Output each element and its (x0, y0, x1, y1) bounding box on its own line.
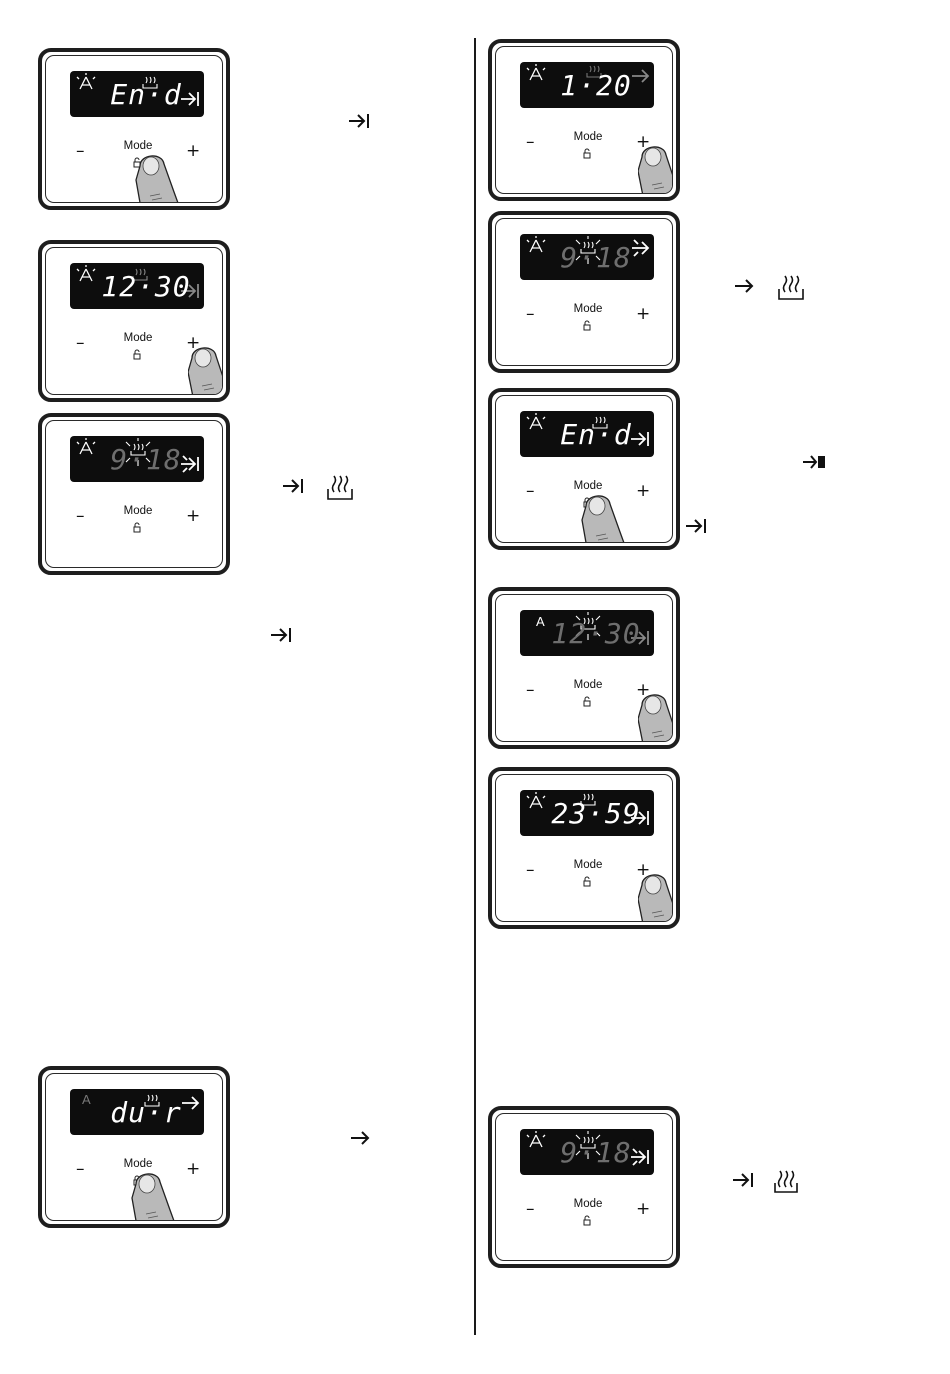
plus-button[interactable]: + (636, 1200, 650, 1218)
child-lock-icon (583, 320, 592, 332)
minus-button[interactable]: – (76, 142, 85, 160)
auto-sun-icon (527, 792, 545, 808)
mode-button[interactable]: Mode (559, 480, 617, 492)
minus-button[interactable]: – (526, 305, 535, 323)
mode-button[interactable]: Mode (559, 131, 617, 143)
end-arrow-icon (731, 1171, 755, 1189)
finger-press-icon (134, 152, 194, 203)
duration-arrow-icon (733, 277, 757, 295)
timer-panel: 9·18 – Mode + (38, 413, 230, 575)
mode-button[interactable]: Mode (109, 140, 167, 152)
duration-arrow-icon (349, 1129, 373, 1147)
lcd-digits: 9·18 (94, 444, 198, 476)
mode-button[interactable]: Mode (109, 332, 167, 344)
end-arrow-stop-icon (801, 453, 827, 471)
finger-press-icon (638, 691, 673, 742)
mode-button[interactable]: Mode (559, 679, 617, 691)
finger-press-icon (638, 871, 673, 922)
lcd-display: 1·20 (520, 62, 654, 108)
lcd-display: A 12·30 (520, 610, 654, 656)
mode-button[interactable]: Mode (109, 1158, 167, 1170)
child-lock-icon (133, 522, 142, 534)
child-lock-icon (583, 696, 592, 708)
plus-button[interactable]: + (186, 507, 200, 525)
minus-button[interactable]: – (526, 861, 535, 879)
lcd-digits: En·d (544, 419, 648, 451)
lcd-display: 23·59 (520, 790, 654, 836)
mode-button[interactable]: Mode (559, 303, 617, 315)
timer-panel: En·d – Mode + (38, 48, 230, 210)
timer-panel: A 12·30 – Mode + (488, 587, 680, 749)
child-lock-icon (583, 148, 592, 160)
plus-button[interactable]: + (636, 305, 650, 323)
minus-button[interactable]: – (526, 133, 535, 151)
auto-sun-icon (77, 73, 95, 89)
finger-press-icon (188, 344, 223, 395)
end-arrow-icon (684, 517, 708, 535)
minus-button[interactable]: – (526, 681, 535, 699)
mode-button[interactable]: Mode (559, 859, 617, 871)
child-lock-icon (133, 349, 142, 361)
timer-panel: 9·18 – Mode + (488, 211, 680, 373)
mode-button[interactable]: Mode (109, 505, 167, 517)
minus-button[interactable]: – (76, 1160, 85, 1178)
lcd-display: 12·30 (70, 263, 204, 309)
lcd-display: En·d (70, 71, 204, 117)
end-arrow-icon (347, 112, 371, 130)
minus-button[interactable]: – (526, 1200, 535, 1218)
auto-sun-icon (527, 1131, 545, 1147)
cooking-pot-icon (776, 273, 806, 301)
auto-label: A (82, 1092, 91, 1107)
timer-panel: 23·59 – Mode + (488, 767, 680, 929)
minus-button[interactable]: – (526, 482, 535, 500)
minus-button[interactable]: – (76, 334, 85, 352)
timer-panel: 1·20 – Mode + (488, 39, 680, 201)
lcd-display: 9·18 (520, 234, 654, 280)
minus-button[interactable]: – (76, 507, 85, 525)
finger-press-icon (130, 1170, 190, 1221)
lcd-digits: En·d (94, 79, 198, 111)
lcd-digits: 12·30 (94, 271, 198, 303)
auto-sun-icon (77, 438, 95, 454)
end-arrow-icon (269, 626, 293, 644)
timer-panel: En·d – Mode + (488, 388, 680, 550)
finger-press-icon (580, 492, 640, 543)
lcd-display: En·d (520, 411, 654, 457)
auto-sun-icon (527, 413, 545, 429)
timer-panel: A du·r – Mode + (38, 1066, 230, 1228)
lcd-display: 9·18 (520, 1129, 654, 1175)
child-lock-icon (583, 1215, 592, 1227)
column-divider (474, 38, 476, 1335)
cooking-pot-icon (325, 473, 355, 501)
lcd-digits: du·r (94, 1097, 198, 1129)
cooking-pot-icon (772, 1168, 800, 1194)
mode-button[interactable]: Mode (559, 1198, 617, 1210)
auto-sun-icon (527, 236, 545, 252)
timer-panel: 12·30 – Mode + (38, 240, 230, 402)
lcd-digits: 23·59 (544, 798, 648, 830)
end-arrow-icon (281, 477, 305, 495)
child-lock-icon (583, 876, 592, 888)
lcd-digits: 9·18 (544, 242, 648, 274)
finger-press-icon (638, 143, 673, 194)
lcd-digits: 9·18 (544, 1137, 648, 1169)
auto-sun-icon (527, 64, 545, 80)
lcd-digits: 1·20 (544, 70, 648, 102)
lcd-display: 9·18 (70, 436, 204, 482)
lcd-display: A du·r (70, 1089, 204, 1135)
auto-sun-icon (77, 265, 95, 281)
timer-panel: 9·18 – Mode + (488, 1106, 680, 1268)
lcd-digits: 12·30 (544, 618, 648, 650)
